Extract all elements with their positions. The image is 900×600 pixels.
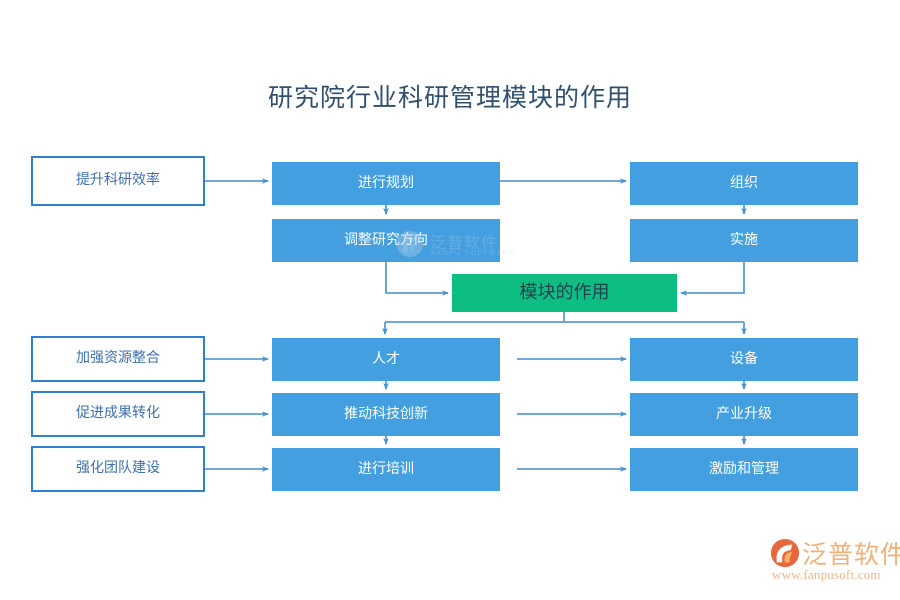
process-box-adjust-direction[interactable]: 调整研究方向 [272, 219, 500, 262]
center-node-label: 模块的作用 [519, 282, 610, 304]
process-box-implement[interactable]: 实施 [630, 219, 858, 262]
driver-box-3-label: 促进成果转化 [76, 405, 160, 422]
process-box-training[interactable]: 进行培训 [272, 448, 500, 491]
process-box-equipment-label: 设备 [730, 350, 758, 367]
process-box-organize-label: 组织 [730, 174, 758, 191]
process-box-equipment[interactable]: 设备 [630, 338, 858, 381]
process-box-industry-upgrade[interactable]: 产业升级 [630, 393, 858, 436]
wire-implement-to-center [680, 262, 745, 296]
center-node-module-role[interactable]: 模块的作用 [452, 274, 677, 312]
driver-box-4-label: 强化团队建设 [76, 460, 160, 477]
driver-box-1-label: 提升科研效率 [76, 172, 160, 189]
process-box-training-label: 进行培训 [358, 460, 414, 477]
process-box-plan-label: 进行规划 [358, 174, 414, 191]
process-box-industry-upgrade-label: 产业升级 [716, 405, 772, 422]
driver-box-3[interactable]: 促进成果转化 [31, 391, 205, 437]
process-box-adjust-direction-label: 调整研究方向 [344, 231, 428, 248]
process-box-innovation[interactable]: 推动科技创新 [272, 393, 500, 436]
process-box-innovation-label: 推动科技创新 [344, 405, 428, 422]
driver-box-2[interactable]: 加强资源整合 [31, 336, 205, 382]
wire-adjust-to-center [385, 262, 449, 296]
page-title: 研究院行业科研管理模块的作用 [267, 83, 632, 112]
process-box-implement-label: 实施 [730, 231, 758, 248]
process-box-incentive-management-label: 激励和管理 [709, 460, 779, 477]
driver-box-2-label: 加强资源整合 [76, 350, 160, 367]
process-box-plan[interactable]: 进行规划 [272, 162, 500, 205]
driver-box-4[interactable]: 强化团队建设 [31, 446, 205, 492]
process-box-talent-label: 人才 [372, 350, 400, 367]
process-box-incentive-management[interactable]: 激励和管理 [630, 448, 858, 491]
driver-box-1[interactable]: 提升科研效率 [31, 156, 205, 206]
process-box-talent[interactable]: 人才 [272, 338, 500, 381]
process-box-organize[interactable]: 组织 [630, 162, 858, 205]
